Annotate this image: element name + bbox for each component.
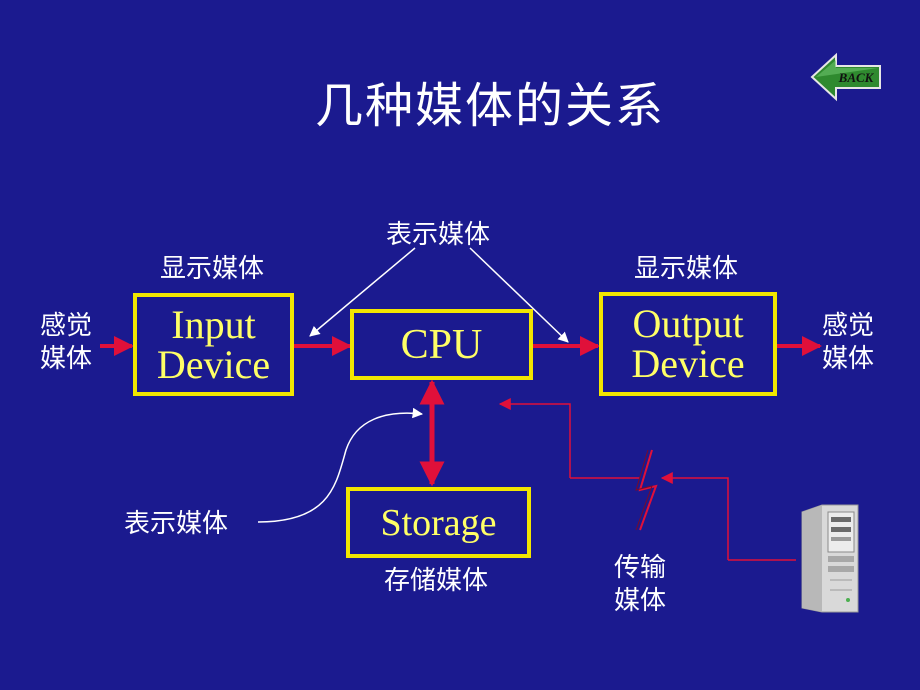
representation-media-top-label: 表示媒体 [386,220,491,250]
perception-left-line1: 感觉 [40,311,93,341]
input-device-line1: Input [171,301,256,347]
slide-title: 几种媒体的关系 [314,78,665,134]
input-device-box: Input Device [133,293,294,396]
lightning-zigzag-shadow [635,449,653,531]
output-device-box: Output Device [599,292,777,396]
back-button[interactable]: BACK [810,52,882,102]
output-device-line1: Output [632,301,744,346]
transmission-line-from-cpu [498,398,571,478]
back-arrow-icon: BACK [810,52,881,102]
cpu-label: CPU [400,321,483,368]
server-tower-icon [801,504,859,613]
output-device-line2: Device [631,341,745,386]
pointer-representation-to-cpu-storage-arrow [257,407,424,523]
perception-right-line2: 媒体 [822,343,875,374]
pointer-representation-to-output-arrow [469,247,569,343]
representation-media-left-label: 表示媒体 [124,509,229,539]
display-media-right-label: 显示媒体 [634,254,739,284]
transmission-media-label: 传输 媒体 [614,552,666,617]
perception-right-line1: 感觉 [822,311,875,341]
perception-media-right: 感觉 媒体 [822,310,874,375]
pointer-representation-to-input-arrow [309,247,416,337]
display-media-left-label: 显示媒体 [160,254,265,284]
transmission-line-to-computer [660,472,729,560]
perception-media-left: 感觉 媒体 [40,310,92,375]
storage-label: Storage [380,501,497,544]
lightning-zigzag-icon [638,449,658,531]
storage-media-label: 存储媒体 [384,566,489,596]
storage-box: Storage [346,487,531,558]
perception-left-line2: 媒体 [40,343,93,374]
cpu-box: CPU [350,309,533,380]
input-device-line2: Device [156,341,271,387]
transmission-line2: 媒体 [614,585,667,616]
back-button-label: BACK [838,70,875,85]
transmission-line1: 传输 [614,553,667,583]
